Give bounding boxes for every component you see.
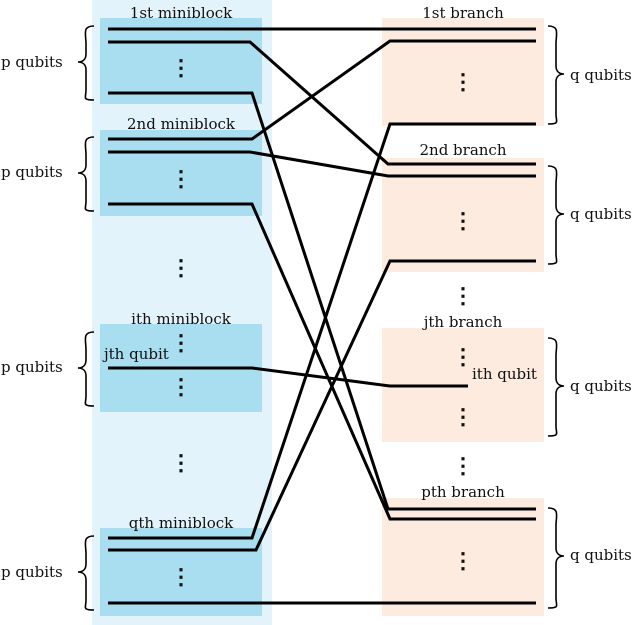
left-brace-2 [77,136,95,212]
q-qubits-label-p: q qubits [570,546,632,564]
p-qubits-label-1: p qubits [1,53,63,71]
right-brace-j [547,337,565,437]
p-qubits-label-i: p qubits [1,358,63,376]
miniblocks-panel [92,0,272,625]
ellipsis-miniblock-2: ⋮ [170,166,192,192]
branch-2-title: 2nd branch [419,141,506,159]
miniblock-2-title: 2nd miniblock [127,115,236,133]
wire-mbq-q2-to-br2-qq [108,259,536,552]
ellipsis-between-branches-1: ⋮ [452,283,474,309]
left-brace-1 [77,25,95,101]
miniblock-i-title: ith miniblock [131,310,232,328]
ellipsis-branch-2: ⋮ [452,208,474,234]
wire-mb2-q2-to-br2-q2 [108,150,536,178]
ellipsis-between-branches-2: ⋮ [452,453,474,479]
right-brace-1 [547,25,565,125]
miniblock-1-box [100,18,262,104]
ellipsis-miniblock-i-upper: ⋮ [170,330,192,356]
branch-1-box [382,18,544,126]
ellipsis-miniblock-q: ⋮ [170,564,192,590]
branch-1-title: 1st branch [422,4,504,22]
ellipsis-branch-1: ⋮ [452,69,474,95]
branch-p-title: pth branch [421,483,505,501]
ellipsis-branch-j-lower: ⋮ [452,404,474,430]
p-qubits-label-2: p qubits [1,163,63,181]
miniblock-1-title: 1st miniblock [130,4,233,22]
ellipsis-between-blocks-1: ⋮ [170,255,192,281]
wire-mb2-q1-to-br1-q2 [108,39,536,141]
q-qubits-label-2: q qubits [570,205,632,223]
wire-mbi-qj-to-brj-qi [108,366,468,388]
miniblock-q-box [100,528,262,616]
ellipsis-miniblock-i-lower: ⋮ [170,374,192,400]
ellipsis-branch-p: ⋮ [452,548,474,574]
right-brace-p [547,507,565,609]
left-brace-i [77,331,95,407]
wire-mb1-qp-to-brp-q1 [108,91,536,511]
ith-qubit-label: ith qubit [472,365,537,383]
ellipsis-miniblock-1: ⋮ [170,55,192,81]
ellipsis-between-blocks-2: ⋮ [170,450,192,476]
left-brace-q [77,535,95,611]
wire-mb2-qp-to-brp-q2 [108,202,536,521]
branch-j-title: jth branch [422,313,503,331]
q-qubits-label-1: q qubits [570,66,632,84]
jth-qubit-label: jth qubit [102,345,169,363]
miniblock-2-box [100,130,262,216]
q-qubits-label-j: q qubits [570,377,632,395]
ellipsis-branch-j-upper: ⋮ [452,344,474,370]
miniblock-q-title: qth miniblock [129,514,234,532]
wire-mbq-q1-to-br1-qq [108,122,536,540]
p-qubits-label-q: p qubits [1,563,63,581]
wire-mb1-q2-to-br2-q1 [108,40,536,166]
right-brace-2 [547,165,565,265]
